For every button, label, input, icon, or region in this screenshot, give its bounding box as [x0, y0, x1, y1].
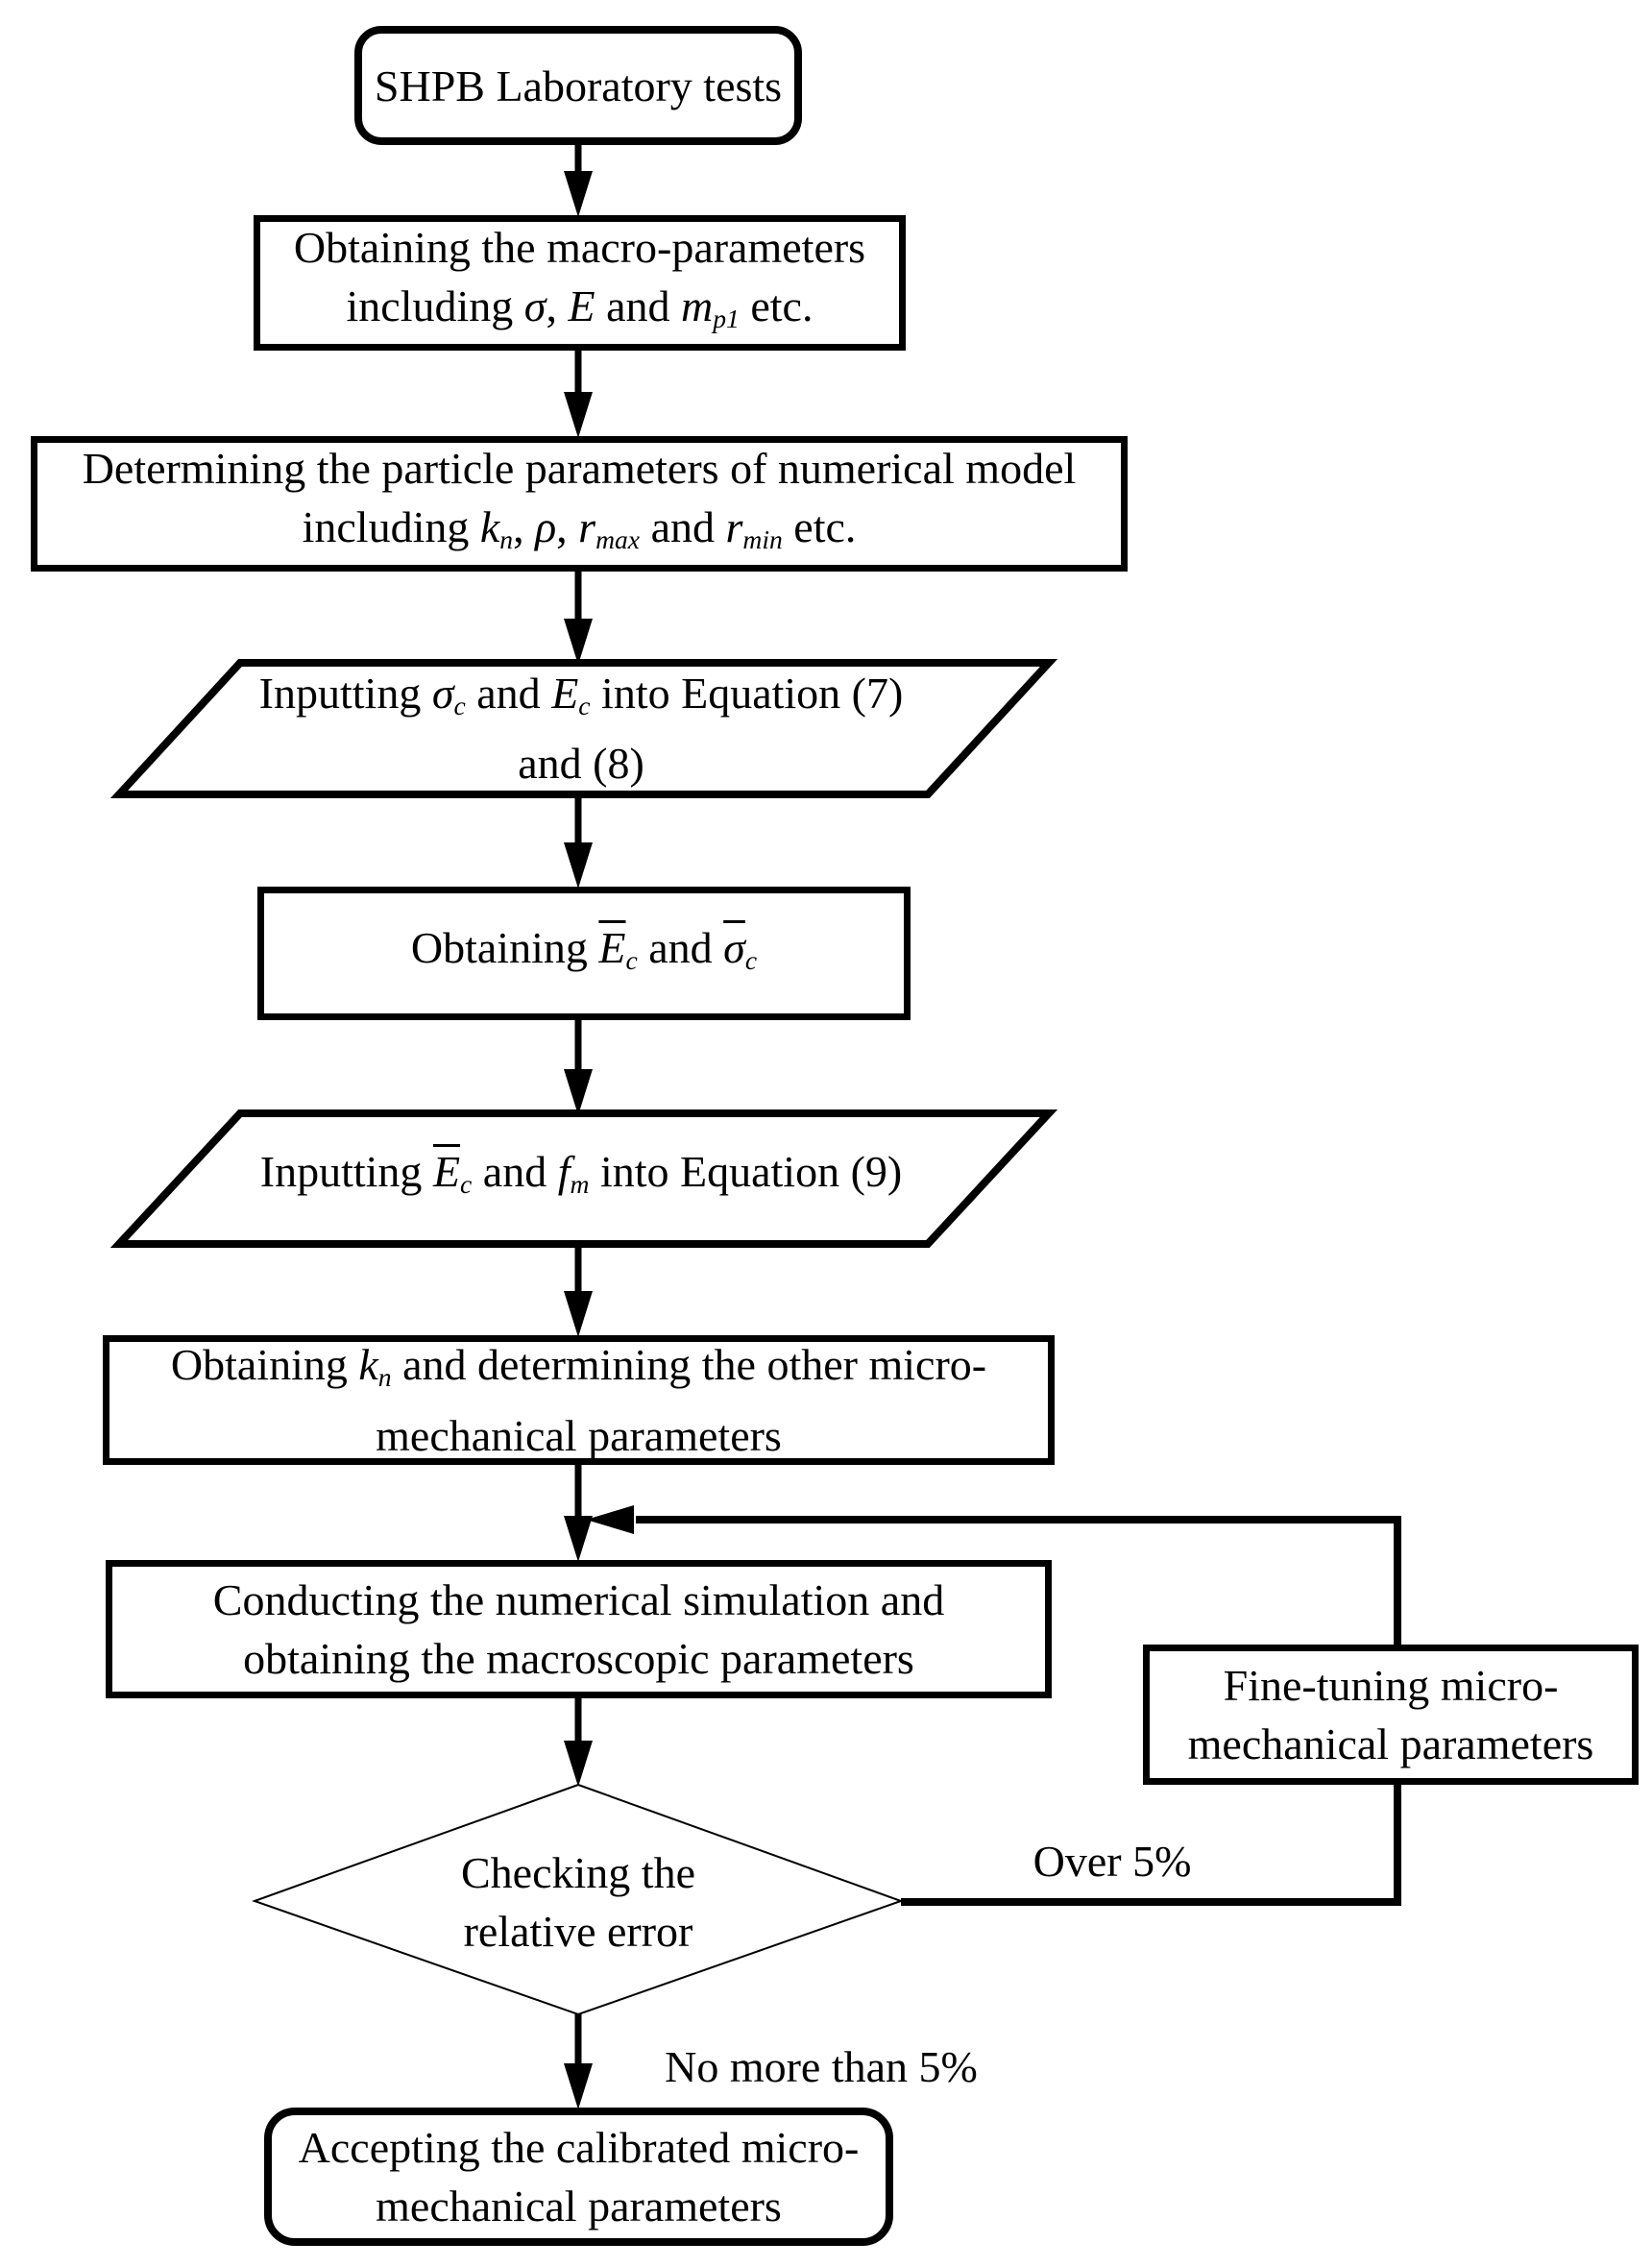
arrow-input9-to-obtainkn	[564, 1242, 593, 1337]
decision-check-error: Checking the relative error	[386, 1830, 770, 1974]
node-line: mechanical parameters	[1187, 1719, 1594, 1768]
node-line: Inputting σc and Ec into Equation (7)	[258, 668, 904, 720]
node-line: and (8)	[518, 739, 644, 789]
node-line: relative error	[463, 1907, 693, 1956]
process-fine-tuning: Fine-tuning micro- mechanical parameters	[1143, 1645, 1639, 1785]
node-line: Obtaining Ec and σc	[410, 922, 758, 975]
node-line: including kn, ρ, rmax and rmin etc.	[302, 502, 857, 554]
node-line: Obtaining kn and determining the other m…	[170, 1340, 987, 1392]
node-line: Obtaining the macro-parameters	[293, 223, 866, 273]
process-obtain-kn: Obtaining kn and determining the other m…	[103, 1335, 1055, 1465]
io-input-eq7-8: Inputting σc and Ec into Equation (7) an…	[154, 668, 1008, 789]
node-line: mechanical parameters	[376, 1410, 782, 1460]
arrow-start-to-macro	[564, 143, 593, 217]
node-line: obtaining the macroscopic parameters	[243, 1634, 914, 1683]
arrow-input78-to-obtainec	[564, 792, 593, 889]
node-line: Determining the particle parameters of n…	[82, 444, 1077, 494]
node-line: Fine-tuning micro-	[1223, 1661, 1559, 1710]
process-conduct-simulation: Conducting the numerical simulation and …	[106, 1560, 1052, 1698]
arrow-check-to-accept	[564, 2012, 593, 2109]
terminal-start-node: SHPB Laboratory tests	[354, 26, 802, 145]
node-line: Accepting the calibrated micro-	[298, 2123, 860, 2172]
arrow-obtainec-to-input9	[564, 1018, 593, 1115]
node-line: mechanical parameters	[376, 2182, 782, 2230]
node-line: including σ, E and mp1 etc.	[346, 281, 814, 333]
node-line: Checking the	[461, 1848, 695, 1897]
io-input-eq9: Inputting Ec and fm into Equation (9)	[154, 1117, 1008, 1238]
arrow-macro-to-particle	[564, 349, 593, 438]
io-shape-input-eq78	[109, 659, 1058, 798]
arrow-conduct-to-check	[564, 1696, 593, 1787]
decision-shape-check-error	[252, 1783, 904, 2016]
arrow-obtainkn-to-conduct	[564, 1463, 593, 1562]
process-determine-particle-parameters: Determining the particle parameters of n…	[31, 436, 1128, 572]
node-line: SHPB Laboratory tests	[374, 61, 783, 110]
node-line: Inputting Ec and fm into Equation (9)	[259, 1147, 903, 1199]
node-line: Conducting the numerical simulation and	[212, 1575, 945, 1624]
edge-label-no-more-than-5-percent: No more than 5%	[665, 2041, 978, 2091]
arrow-particle-to-input78	[564, 570, 593, 665]
terminal-accept-node: Accepting the calibrated micro- mechanic…	[264, 2108, 893, 2246]
io-shape-input-eq9	[109, 1109, 1058, 1248]
edge-label-over-5-percent: Over 5%	[1032, 1836, 1192, 1886]
process-obtain-ec-sigmac: Obtaining Ec and σc	[257, 887, 911, 1020]
process-obtain-macro-parameters: Obtaining the macro-parameters including…	[254, 215, 906, 351]
